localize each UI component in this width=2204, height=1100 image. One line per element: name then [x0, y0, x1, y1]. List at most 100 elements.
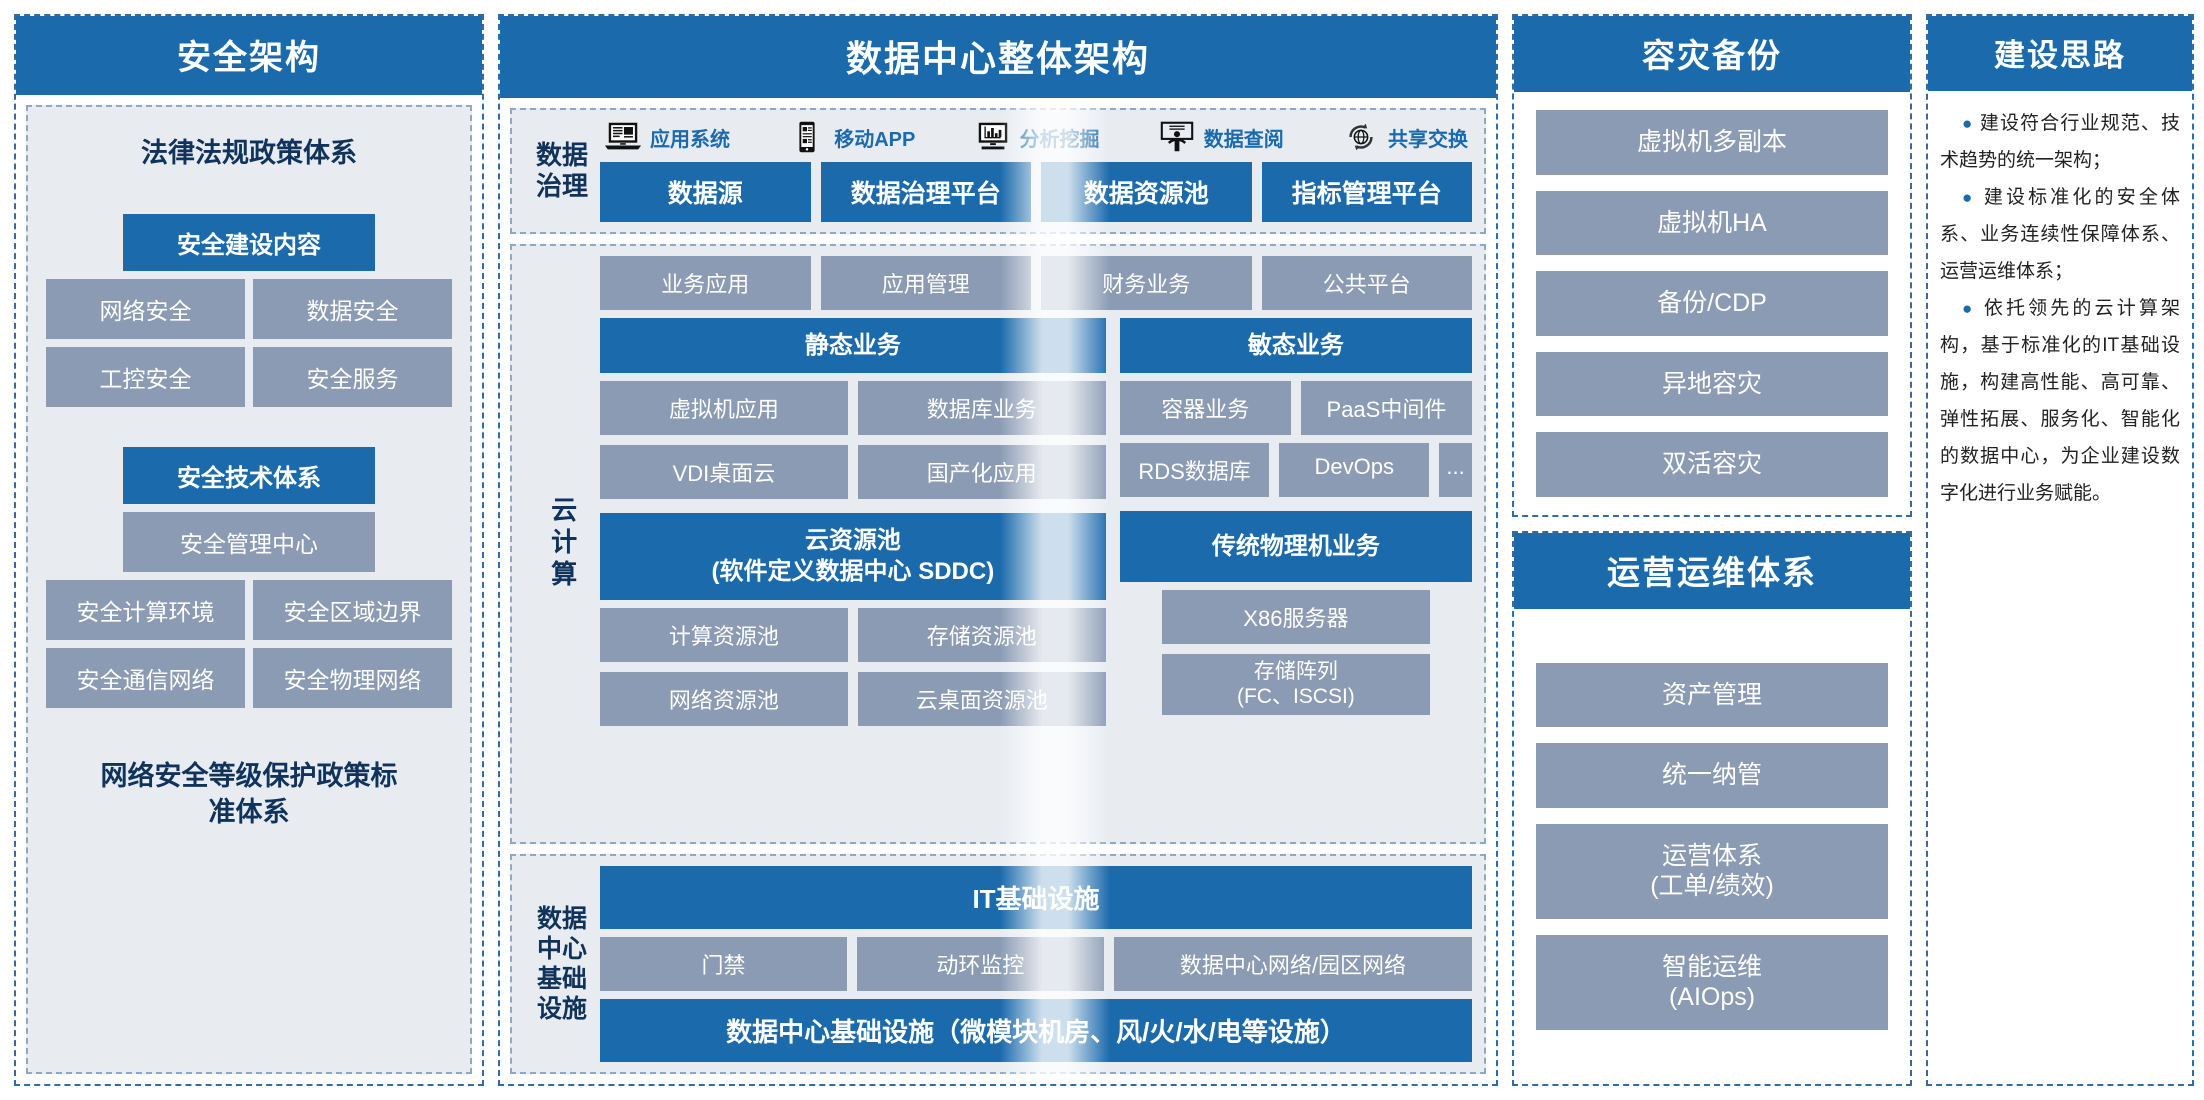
mobile-icon	[788, 120, 826, 154]
static-business-title: 静态业务	[600, 318, 1106, 374]
agile-business-item[interactable]: RDS数据库	[1119, 443, 1270, 498]
ops-item[interactable]: 资产管理	[1536, 662, 1888, 728]
bullet-dot-icon: ●	[1962, 188, 1976, 208]
datacenter-panel-body: 数据 治理	[500, 98, 1496, 1084]
dr-item[interactable]: 双活容灾	[1536, 432, 1888, 497]
static-business-item[interactable]: 数据库业务	[857, 381, 1106, 436]
construction-approach-title: 建设思路	[1928, 16, 2192, 91]
security-build-title: 安全建设内容	[123, 214, 375, 271]
governance-icon-label: 分析挖掘	[1019, 128, 1100, 151]
operations-body: 资产管理 统一纳管 运营体系 (工单/绩效) 智能运维 (AIOps)	[1514, 609, 1910, 1085]
physical-item[interactable]: 存储阵列 (FC、ISCSI)	[1162, 654, 1430, 715]
it-infrastructure-title: IT基础设施	[600, 866, 1472, 929]
chart-monitor-icon	[974, 120, 1012, 154]
datacenter-infrastructure-label: 数据 中心 基础 设施	[536, 905, 587, 1023]
right-column: 容灾备份 虚拟机多副本 虚拟机HA 备份/CDP 异地容灾 双活容灾 运营运维体…	[1512, 14, 1912, 1086]
disaster-recovery-title: 容灾备份	[1514, 16, 1910, 92]
governance-box[interactable]: 数据资源池	[1041, 162, 1252, 222]
dr-item[interactable]: 虚拟机多副本	[1536, 110, 1888, 175]
governance-icon-label: 共享交换	[1388, 128, 1468, 151]
security-build-item[interactable]: 数据安全	[253, 279, 452, 339]
governance-icon-item: 应用系统	[604, 120, 730, 154]
security-build-grid: 网络安全 数据安全 工控安全 安全服务	[46, 279, 452, 407]
approach-bullet-text: 建设标准化的安全体系、业务连续性保障体系、运营运维体系；	[1940, 187, 2180, 283]
security-tech-item[interactable]: 安全区域边界	[253, 580, 452, 640]
approach-bullet-text: 建设符合行业规范、技术趋势的统一架构；	[1940, 113, 2180, 172]
disaster-recovery-panel: 容灾备份 虚拟机多副本 虚拟机HA 备份/CDP 异地容灾 双活容灾	[1512, 14, 1912, 517]
agile-business-item[interactable]: 容器业务	[1119, 381, 1291, 436]
governance-box[interactable]: 数据治理平台	[820, 162, 1031, 222]
ops-item[interactable]: 智能运维 (AIOps)	[1536, 934, 1888, 1030]
governance-icon-label: 应用系统	[650, 128, 730, 151]
governance-icon-label: 数据查阅	[1203, 128, 1284, 151]
governance-icon-item: 数据查阅	[1158, 120, 1284, 154]
dr-item[interactable]: 备份/CDP	[1536, 271, 1888, 336]
laptop-icon	[604, 120, 642, 154]
governance-icon-item: 移动APP	[788, 120, 915, 154]
agile-business-title: 敏态业务	[1119, 318, 1472, 374]
disaster-recovery-body: 虚拟机多副本 虚拟机HA 备份/CDP 异地容灾 双活容灾	[1514, 92, 1910, 515]
cloud-pool-item[interactable]: 存储资源池	[857, 607, 1106, 662]
security-tech-item[interactable]: 安全通信网络	[46, 648, 245, 708]
dr-item[interactable]: 异地容灾	[1536, 351, 1888, 416]
approach-bullet: ● 依托领先的云计算架构，基于标准化的IT基础设施，构建高性能、高可靠、弹性拓展…	[1940, 290, 2180, 512]
security-tech-item[interactable]: 安全计算环境	[46, 580, 245, 640]
governance-box[interactable]: 指标管理平台	[1261, 162, 1472, 222]
cloud-top-app[interactable]: 业务应用	[600, 256, 811, 310]
cloud-top-app[interactable]: 公共平台	[1261, 256, 1472, 310]
cloud-top-app[interactable]: 应用管理	[820, 256, 1031, 310]
data-governance-box-row: 数据源 数据治理平台 数据资源池 指标管理平台	[600, 162, 1472, 222]
security-inner-frame: 法律法规政策体系 安全建设内容 网络安全 数据安全 工控安全 安全服务 安全技术…	[26, 105, 472, 1074]
security-panel-title: 安全架构	[16, 16, 482, 95]
presenter-icon	[1158, 120, 1196, 154]
cloud-pool-item[interactable]: 计算资源池	[600, 607, 848, 662]
static-business-item[interactable]: VDI桌面云	[600, 445, 848, 500]
security-build-item[interactable]: 安全服务	[253, 347, 452, 407]
operations-panel: 运营运维体系 资产管理 统一纳管 运营体系 (工单/绩效) 智能运维 (AIOp…	[1512, 530, 1912, 1086]
datacenter-architecture-panel: 数据中心整体架构 数据 治理	[498, 14, 1498, 1086]
bullet-dot-icon: ●	[1962, 114, 1974, 133]
security-build-item[interactable]: 网络安全	[46, 279, 245, 339]
cloud-top-app[interactable]: 财务业务	[1041, 256, 1252, 310]
security-management-center[interactable]: 安全管理中心	[123, 512, 375, 572]
ops-item[interactable]: 运营体系 (工单/绩效)	[1536, 823, 1888, 919]
security-tech-grid: 安全计算环境 安全区域边界 安全通信网络 安全物理网络	[46, 580, 452, 708]
operations-title: 运营运维体系	[1514, 532, 1910, 609]
cloud-computing-section: 云计算 业务应用 应用管理 财务业务 公共平台 静态业务	[510, 244, 1486, 844]
cloud-pool-item[interactable]: 云桌面资源池	[857, 671, 1106, 726]
datacenter-facility-title: 数据中心基础设施（微模块机房、风/火/水/电等设施）	[600, 999, 1472, 1062]
datacenter-infrastructure-section: 数据 中心 基础 设施 IT基础设施 门禁 动环监控 数据中心网络/园区网络 数…	[510, 854, 1486, 1074]
approach-bullet: ● 建设标准化的安全体系、业务连续性保障体系、运营运维体系；	[1940, 179, 2180, 290]
governance-icon-item: 共享交换	[1342, 120, 1468, 154]
cloud-computing-label: 云计算	[547, 496, 578, 592]
physical-business-title: 传统物理机业务	[1119, 511, 1472, 583]
approach-bullet: ● 建设符合行业规范、技术趋势的统一架构；	[1940, 105, 2180, 179]
ops-item[interactable]: 统一纳管	[1536, 743, 1888, 808]
infra-item[interactable]: 门禁	[600, 937, 847, 991]
security-architecture-panel: 安全架构 法律法规政策体系 安全建设内容 网络安全 数据安全 工控安全 安全服务…	[14, 14, 484, 1086]
dr-item[interactable]: 虚拟机HA	[1536, 190, 1888, 255]
governance-icon-item: 分析挖掘	[974, 120, 1100, 154]
cloud-resource-pool-title: 云资源池 (软件定义数据中心 SDDC)	[600, 513, 1106, 600]
data-governance-section: 数据 治理	[510, 108, 1486, 234]
governance-icon-label: 移动APP	[834, 128, 916, 151]
static-business-item[interactable]: 国产化应用	[857, 445, 1106, 500]
infra-item[interactable]: 动环监控	[856, 937, 1104, 991]
security-build-item[interactable]: 工控安全	[46, 347, 245, 407]
security-tech-item[interactable]: 安全物理网络	[253, 648, 452, 708]
datacenter-panel-title: 数据中心整体架构	[500, 16, 1496, 98]
governance-box[interactable]: 数据源	[600, 162, 811, 222]
infra-item[interactable]: 数据中心网络/园区网络	[1113, 937, 1472, 991]
static-business-item[interactable]: 虚拟机应用	[600, 381, 848, 436]
network-security-protection-heading: 网络安全等级保护政策标 准体系	[100, 761, 398, 828]
sync-globe-icon	[1342, 120, 1380, 154]
physical-item[interactable]: X86服务器	[1162, 590, 1430, 645]
security-tech-title: 安全技术体系	[123, 447, 375, 504]
agile-business-item[interactable]: DevOps	[1279, 443, 1430, 498]
agile-business-more[interactable]: ...	[1439, 443, 1472, 498]
cloud-pool-item[interactable]: 网络资源池	[600, 671, 848, 726]
security-panel-body: 法律法规政策体系 安全建设内容 网络安全 数据安全 工控安全 安全服务 安全技术…	[16, 95, 482, 1084]
agile-business-item[interactable]: PaaS中间件	[1300, 381, 1472, 436]
data-governance-label: 数据 治理	[535, 139, 588, 201]
